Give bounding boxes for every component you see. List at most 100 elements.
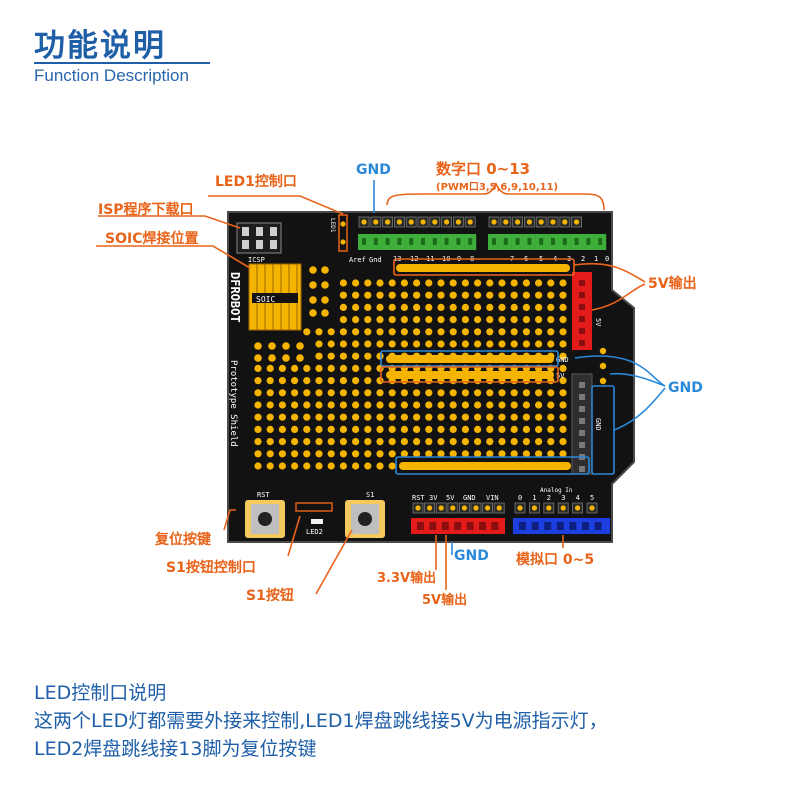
pad xyxy=(413,303,421,311)
green-pin-hole xyxy=(421,238,425,245)
pad xyxy=(547,438,555,446)
pad xyxy=(498,291,506,299)
silk-rail-gnd: GND xyxy=(556,356,569,364)
pad xyxy=(266,425,274,433)
pad xyxy=(437,303,445,311)
pad xyxy=(339,279,347,287)
small-pin-block xyxy=(254,266,329,362)
pad xyxy=(522,303,531,311)
pad xyxy=(498,401,506,409)
pad xyxy=(400,450,408,458)
led1-pad-b xyxy=(340,239,346,245)
pad xyxy=(425,316,433,324)
pad xyxy=(449,340,457,348)
pad xyxy=(547,413,555,421)
pad xyxy=(303,364,311,372)
green-pin-hole xyxy=(456,238,461,245)
header-socket-pad xyxy=(427,505,433,511)
pad xyxy=(461,401,469,409)
pad xyxy=(449,413,457,421)
pad xyxy=(400,413,408,421)
pad xyxy=(474,389,482,397)
pad xyxy=(339,328,347,336)
pad xyxy=(291,364,299,372)
pad xyxy=(449,438,457,446)
pad xyxy=(352,291,360,299)
pad xyxy=(254,389,262,397)
red-pin-hole xyxy=(579,292,585,298)
pad xyxy=(254,364,262,372)
pad xyxy=(315,401,323,409)
pad xyxy=(437,389,445,397)
strip-5v-rail xyxy=(386,371,554,379)
silk-analog-in: Analog In xyxy=(540,487,573,494)
green-pin-hole xyxy=(527,238,532,245)
pad xyxy=(535,413,543,421)
callout-s1: S1按钮 xyxy=(246,587,294,604)
pad xyxy=(425,438,433,446)
pad xyxy=(535,303,543,311)
pad xyxy=(327,328,335,336)
pad xyxy=(559,364,567,372)
pad xyxy=(522,401,531,409)
pad xyxy=(364,328,372,336)
pad xyxy=(327,352,335,360)
pad xyxy=(400,340,408,348)
header-socket-pad xyxy=(420,219,426,225)
power-pin-label: RST xyxy=(412,494,425,502)
power-pin-label: VIN xyxy=(486,494,499,502)
s1-button[interactable] xyxy=(345,500,385,538)
led2-led xyxy=(311,519,323,524)
block-pad xyxy=(296,354,304,362)
callout-reset: 复位按键 xyxy=(154,531,212,548)
pad xyxy=(437,401,445,409)
pad xyxy=(559,291,567,299)
header-socket-pad xyxy=(473,505,479,511)
pad xyxy=(315,328,323,336)
header-socket-pad xyxy=(531,505,538,511)
block-pad xyxy=(254,342,262,350)
pad xyxy=(522,389,531,397)
pad xyxy=(474,401,482,409)
pad xyxy=(498,316,506,324)
pad xyxy=(339,425,347,433)
pad xyxy=(266,450,274,458)
pad xyxy=(559,328,567,336)
block-pad xyxy=(268,354,276,362)
pad xyxy=(510,328,518,336)
pad xyxy=(400,425,408,433)
pad xyxy=(425,389,433,397)
red-pin-hole xyxy=(579,340,585,346)
pad xyxy=(535,279,543,287)
reset-button[interactable] xyxy=(245,500,285,538)
pad xyxy=(254,462,262,470)
pad xyxy=(339,450,347,458)
pad xyxy=(449,401,457,409)
pad xyxy=(474,303,482,311)
pad xyxy=(474,328,482,336)
pad xyxy=(498,450,506,458)
pad xyxy=(266,462,274,470)
block-pad xyxy=(321,281,329,289)
pad xyxy=(352,328,360,336)
pad xyxy=(364,352,372,360)
pad xyxy=(364,389,372,397)
pad xyxy=(510,389,518,397)
pad xyxy=(413,413,421,421)
pad xyxy=(291,401,299,409)
header-socket-pad xyxy=(589,505,595,511)
power-female-header xyxy=(412,502,505,514)
callout-digital-pwm: (PWM口3,5,6,9,10,11) xyxy=(436,182,558,193)
page-subtitle: Function Description xyxy=(34,66,189,85)
pad xyxy=(400,328,408,336)
pad xyxy=(315,377,323,385)
pad xyxy=(388,303,396,311)
analog-pin-hole xyxy=(544,522,552,530)
pad xyxy=(498,425,506,433)
pad xyxy=(364,340,372,348)
pad xyxy=(461,303,469,311)
pad xyxy=(303,462,311,470)
red-pin-hole xyxy=(579,304,585,310)
black-pin-hole xyxy=(579,406,585,412)
